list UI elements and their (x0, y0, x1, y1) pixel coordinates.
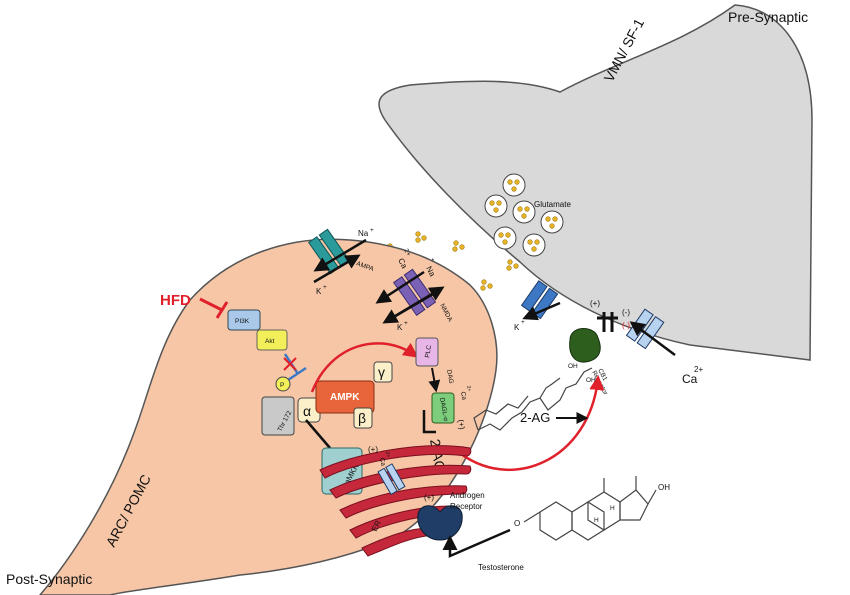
plus-sign-pre: (+) (590, 299, 600, 308)
plc-box (415, 337, 439, 367)
pre-ca-sup: 2+ (694, 365, 703, 374)
dag-label: DAG (445, 369, 454, 384)
ampa-k-arrow (313, 254, 361, 284)
testosterone-h1: H (594, 517, 599, 524)
ampk-gamma-label: γ (378, 364, 385, 380)
testosterone-molecule (523, 476, 657, 541)
testosterone-oh: OH (658, 483, 670, 492)
blocked-x-icon (283, 357, 297, 371)
ampa-na-sup: + (370, 227, 374, 234)
post-synaptic-label: Post-Synaptic (6, 571, 92, 587)
hfd-label: HFD (160, 292, 191, 309)
androgen-label: Androgen (450, 491, 485, 500)
minus-sign-pre-1: (-) (622, 308, 630, 317)
dag-ca-label: Ca (459, 391, 467, 401)
ampa-k-label: K (316, 287, 322, 296)
plc-to-dag-arrow (428, 367, 441, 393)
ampk-gamma-box (373, 361, 393, 383)
thr172-box (261, 396, 295, 436)
ampa-k-sup: + (323, 284, 327, 291)
phosphate-circle (275, 376, 291, 392)
pi3k-label: PI3K (235, 318, 250, 325)
minus-sign-pre-2: (-) (622, 321, 630, 330)
pre-synaptic-label: Pre-Synaptic (728, 9, 808, 25)
ampk-beta-label: β (358, 410, 366, 426)
oh-label-1: OH (568, 363, 578, 370)
ampk-box (315, 380, 375, 414)
androgen-receptor (417, 505, 463, 541)
dag-ca-sup: 2+ (465, 385, 472, 392)
nmda-ca-sup: 2+ (402, 248, 412, 258)
ampk-to-plc-arrow (310, 342, 419, 393)
pi3k-box (227, 309, 261, 331)
nmda-ca-label: Ca (396, 257, 409, 271)
er-ca-channel (377, 463, 406, 496)
plc-label: PLC (424, 344, 433, 358)
akt-label: Akt (265, 338, 275, 345)
er-ca-sup: 2+ (384, 451, 391, 458)
pre-k-label: K (514, 323, 520, 332)
pre-synaptic-terminal (378, 4, 813, 361)
nmda-na-label: Na (424, 265, 437, 279)
ca-inhibition-bars (597, 312, 618, 332)
akt-box (256, 329, 288, 351)
molecule-2ag-label: 2-AG (520, 410, 550, 425)
ampa-na-label: Na (358, 229, 369, 238)
testosterone-h2: H (610, 505, 615, 512)
pre-k-sup: + (521, 319, 525, 326)
dag-lipase-box (431, 392, 455, 424)
glutamate-vesicles (484, 173, 564, 257)
ampk-alpha-label: α (303, 403, 311, 419)
androgen-plus: (+) (424, 493, 434, 502)
pre-ca-arrow (629, 321, 676, 357)
cb1-receptor (569, 328, 601, 363)
pre-ca-label: Ca (682, 372, 698, 386)
dag-lipase-plus: (+) (456, 419, 467, 431)
camkk-to-alpha-line (305, 419, 331, 449)
nmda-na-sup: + (428, 257, 436, 264)
nmda-in-arrow-1 (375, 270, 425, 304)
nmda-k-label: K (397, 323, 403, 332)
akt-inhibit-bar (287, 366, 307, 382)
androgen-receptor-label: Receptor (450, 502, 483, 511)
hfd-inhibit-line (199, 297, 223, 312)
ampk-label: AMPK (330, 392, 360, 403)
testosterone-label: Testosterone (478, 563, 524, 572)
er-ca-label: Ca (378, 457, 386, 467)
er-plus-label: (+) (368, 445, 378, 454)
ampa-na-arrow (313, 238, 367, 272)
nmda-k-sup: + (404, 320, 408, 327)
akt-inhibit-line (283, 353, 300, 375)
dag-lipase-label: DAGL-α (438, 397, 449, 422)
testosterone-arrow (442, 528, 511, 558)
nmda-k-arrow (391, 286, 445, 320)
retrograde-2ag-arrow (455, 375, 605, 472)
oh-label-2: OH (586, 377, 596, 384)
hfd-inhibit-bar (215, 301, 229, 319)
ampk-beta-box (353, 407, 373, 429)
dag-to-2ag-arrow (422, 410, 436, 434)
testosterone-o: O (514, 519, 520, 528)
two-ag-molecule (473, 367, 593, 431)
glutamate-label: Glutamate (534, 200, 571, 209)
pre-k-arrow (522, 301, 561, 321)
phosphate-label: P (280, 382, 284, 389)
